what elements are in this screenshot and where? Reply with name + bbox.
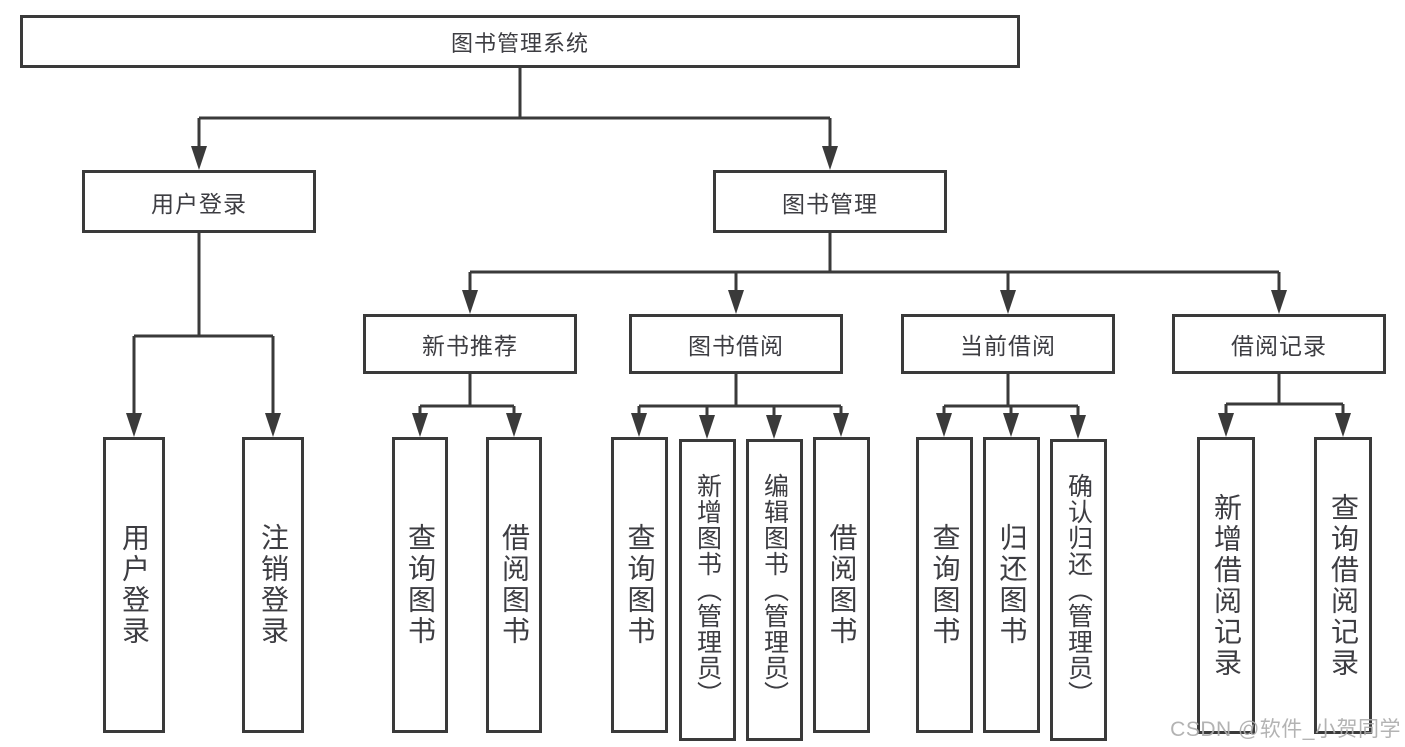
node-label: 借阅记录 bbox=[1231, 333, 1327, 359]
arrow-down-icon bbox=[1000, 290, 1016, 314]
arrow-down-icon bbox=[412, 413, 428, 437]
leaf-query-books: 查询图书 bbox=[392, 437, 448, 733]
arrow-down-icon bbox=[728, 290, 744, 314]
arrow-down-icon bbox=[1218, 413, 1234, 437]
node-new-book-recommend: 新书推荐 bbox=[363, 314, 577, 374]
node-label: 新增借阅记录 bbox=[1211, 492, 1242, 679]
node-user-login: 用户登录 bbox=[82, 170, 316, 233]
arrow-down-icon bbox=[265, 413, 281, 437]
arrow-down-icon bbox=[631, 413, 647, 437]
leaf-logout: 注销登录 bbox=[242, 437, 304, 733]
leaf-add-borrow-record: 新增借阅记录 bbox=[1197, 437, 1255, 734]
node-library-system: 图书管理系统 bbox=[20, 15, 1020, 68]
node-label: 新增图书（管理员） bbox=[693, 473, 722, 707]
arrow-down-icon bbox=[936, 413, 952, 437]
arrow-down-icon bbox=[1070, 415, 1086, 439]
node-label: 当前借阅 bbox=[960, 333, 1056, 359]
node-label: 查询图书 bbox=[929, 523, 961, 647]
node-book-management: 图书管理 bbox=[713, 170, 947, 233]
leaf-query-books: 查询图书 bbox=[611, 437, 668, 733]
leaf-query-books: 查询图书 bbox=[916, 437, 973, 733]
node-label: 图书管理 bbox=[782, 190, 878, 217]
leaf-return-books: 归还图书 bbox=[983, 437, 1040, 733]
leaf-borrow-books: 借阅图书 bbox=[813, 437, 870, 733]
node-label: 归还图书 bbox=[996, 523, 1028, 647]
connector-new-book bbox=[412, 374, 522, 437]
node-current-borrow: 当前借阅 bbox=[901, 314, 1115, 374]
node-label: 注销登录 bbox=[258, 523, 289, 647]
arrow-down-icon bbox=[822, 146, 838, 170]
leaf-user-login: 用户登录 bbox=[103, 437, 165, 733]
arrow-down-icon bbox=[1003, 413, 1019, 437]
connector-book-management bbox=[462, 233, 1287, 314]
node-label: 编辑图书（管理员） bbox=[760, 473, 789, 707]
node-label: 图书借阅 bbox=[688, 333, 784, 359]
connector-book-borrow bbox=[631, 374, 849, 439]
node-borrow-records: 借阅记录 bbox=[1172, 314, 1386, 374]
arrow-down-icon bbox=[126, 413, 142, 437]
node-label: 查询借阅记录 bbox=[1328, 492, 1359, 679]
node-label: 确认归还（管理员） bbox=[1064, 473, 1093, 707]
node-label: 查询图书 bbox=[405, 523, 436, 647]
node-label: 查询图书 bbox=[624, 523, 656, 647]
node-label: 借阅图书 bbox=[826, 523, 858, 647]
arrow-down-icon bbox=[833, 413, 849, 437]
node-label: 用户登录 bbox=[151, 190, 247, 217]
arrow-down-icon bbox=[191, 146, 207, 170]
arrow-down-icon bbox=[462, 290, 478, 314]
leaf-query-borrow-record: 查询借阅记录 bbox=[1314, 437, 1372, 734]
node-label: 新书推荐 bbox=[422, 333, 518, 359]
node-label: 借阅图书 bbox=[499, 523, 530, 647]
csdn-watermark: CSDN @软件_小贺同学 bbox=[1170, 718, 1401, 741]
leaf-add-books-admin: 新增图书（管理员） bbox=[679, 439, 736, 741]
arrow-down-icon bbox=[1271, 290, 1287, 314]
arrow-down-icon bbox=[766, 415, 782, 439]
arrow-down-icon bbox=[1335, 413, 1351, 437]
arrow-down-icon bbox=[506, 413, 522, 437]
node-book-borrow: 图书借阅 bbox=[629, 314, 843, 374]
node-label: 用户登录 bbox=[119, 523, 150, 647]
connector-root bbox=[191, 68, 838, 170]
arrow-down-icon bbox=[699, 415, 715, 439]
leaf-confirm-return-admin: 确认归还（管理员） bbox=[1050, 439, 1107, 741]
connector-user-login bbox=[126, 233, 281, 437]
node-label: 图书管理系统 bbox=[450, 30, 589, 56]
connector-current-borrow bbox=[936, 374, 1086, 439]
leaf-edit-books-admin: 编辑图书（管理员） bbox=[746, 439, 803, 741]
connector-borrow-records bbox=[1218, 374, 1351, 437]
leaf-borrow-books: 借阅图书 bbox=[486, 437, 542, 733]
